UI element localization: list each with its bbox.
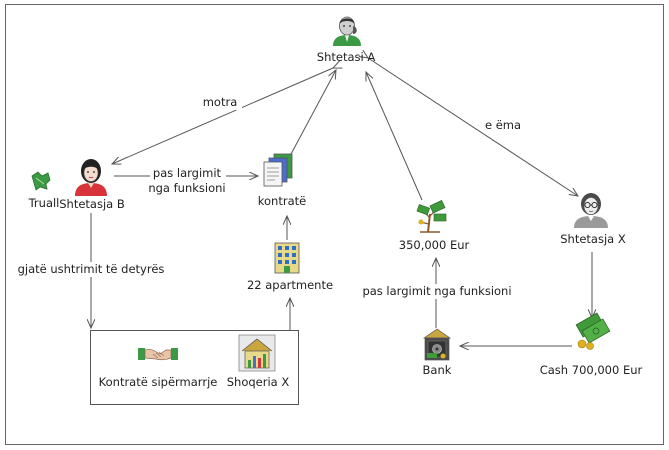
- land-plot-icon: [31, 171, 51, 191]
- node-company-x: Shoqeria X: [227, 375, 290, 389]
- woman-glasses-avatar-icon: [574, 193, 608, 228]
- node-bank: Bank: [423, 363, 452, 377]
- edge-label-during-duty: gjatë ushtrimit të detyrës: [18, 262, 165, 276]
- woman-avatar-icon: [75, 159, 107, 196]
- cash-money-icon: [575, 312, 611, 350]
- node-citizen-a: Shtetasi A: [317, 50, 376, 64]
- edge-sister: [112, 68, 333, 164]
- apartment-building-icon: [274, 242, 300, 274]
- edge-mother: [368, 58, 578, 196]
- node-apartments: 22 apartmente: [247, 278, 333, 292]
- node-money-350: 350,000 Eur: [399, 238, 470, 252]
- node-cash-700: Cash 700,000 Eur: [540, 363, 643, 377]
- handshake-icon: [138, 348, 178, 361]
- edge-label-after-removal-1a: pas largimit: [153, 166, 222, 180]
- edge-label-after-removal-1b: nga funksioni: [148, 181, 225, 195]
- edge-label-after-removal-2: pas largimit nga funksioni: [362, 284, 511, 298]
- node-land: Truall: [28, 196, 60, 210]
- documents-icon: [263, 153, 293, 187]
- node-citizen-x: Shtetasja X: [560, 232, 626, 246]
- man-avatar-icon: [331, 14, 363, 46]
- outer-frame: [5, 4, 664, 445]
- money-tree-icon: [416, 200, 447, 233]
- node-citizen-b: Shtetasja B: [59, 197, 125, 211]
- bank-vault-icon: [422, 328, 452, 361]
- node-construction-contract: Kontratë sipërmarrje: [99, 375, 218, 389]
- edge-money-to-a: [366, 72, 423, 201]
- company-house-icon: [238, 334, 276, 372]
- edge-label-mother: e ëma: [485, 118, 521, 132]
- edge-contract-to-a: [289, 70, 336, 157]
- node-contract: kontratë: [258, 194, 306, 208]
- edge-label-sister: motra: [203, 95, 238, 109]
